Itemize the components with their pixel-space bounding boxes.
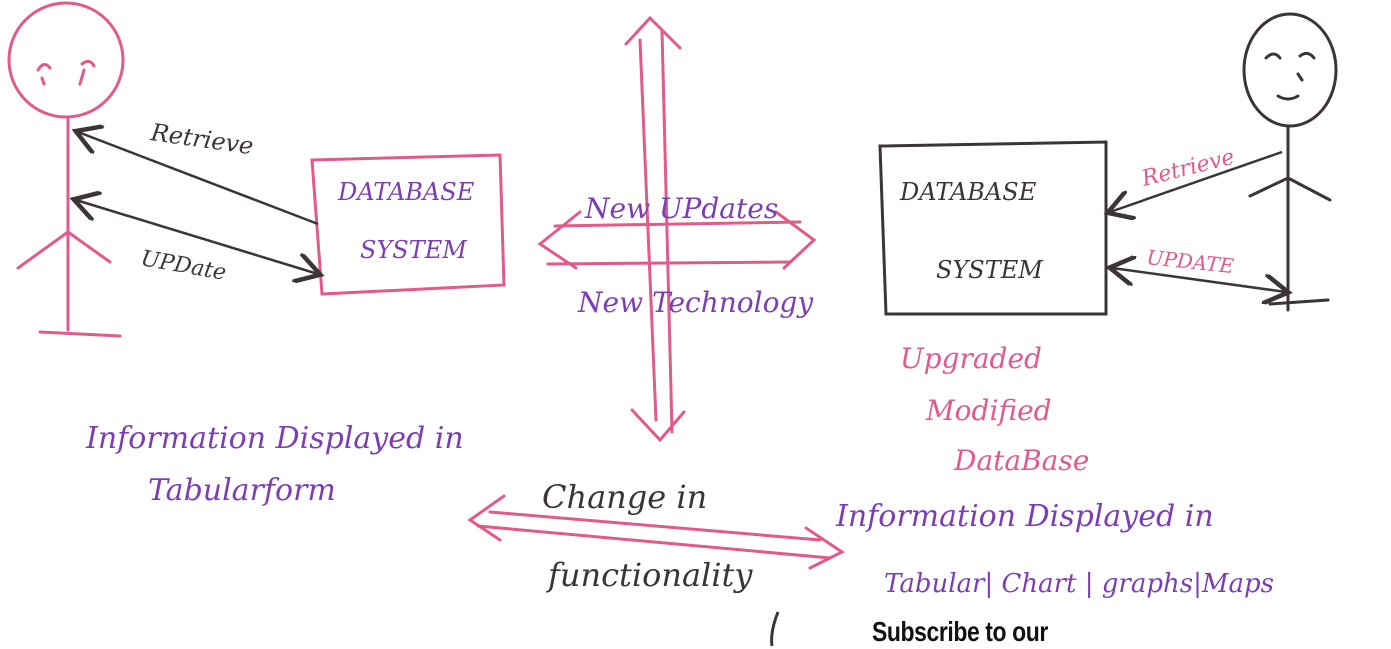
- left-info-line-1: Information Displayed in: [85, 421, 464, 456]
- center-horizontal-arrow: [537, 210, 817, 270]
- new-updates-label: New UPdates: [584, 192, 778, 225]
- right-user-arms: [1248, 176, 1332, 202]
- change-in-label: Change in: [542, 478, 707, 516]
- functionality-arrow-head-left: [467, 494, 506, 542]
- right-arrows: [1110, 150, 1286, 292]
- left-user-head: [7, 1, 125, 119]
- horizontal-arrow-head-left: [537, 210, 582, 270]
- right-info-line-2: Tabular| Chart | graphs|Maps: [884, 569, 1274, 599]
- right-user-head: [1242, 12, 1338, 128]
- right-info-line-1: Information Displayed in: [835, 499, 1214, 534]
- functionality-arrow-head-right: [804, 526, 845, 570]
- right-retrieve-arrow: [1110, 150, 1283, 212]
- right-user-face: [1264, 51, 1316, 101]
- left-database-box: DATABASE SYSTEM: [310, 153, 506, 296]
- modified-label: Modified: [925, 394, 1052, 427]
- right-update-label: UPDATE: [1145, 245, 1235, 278]
- subscribe-text: Subscribe to our: [872, 616, 1048, 647]
- left-user-eye: [78, 59, 96, 86]
- vertical-arrow-head-down: [630, 408, 686, 443]
- right-update-arrow: [1112, 268, 1286, 292]
- left-retrieve-label: Retrieve: [148, 118, 255, 160]
- vertical-arrow-head-up: [624, 15, 682, 50]
- left-arrows: [76, 132, 318, 274]
- left-user-arms: [16, 230, 112, 270]
- right-db-label-2: SYSTEM: [936, 256, 1044, 284]
- new-technology-label: New Technology: [577, 286, 814, 319]
- functionality-arrow: [467, 494, 845, 570]
- left-update-label: UPDate: [139, 246, 228, 286]
- right-user-feet: [1268, 298, 1330, 306]
- database-label: DataBase: [953, 444, 1089, 477]
- left-info-line-2: Tabularform: [148, 473, 336, 508]
- left-update-arrow: [76, 200, 318, 274]
- left-user-feet: [38, 330, 122, 338]
- right-user-stick-figure: [1242, 12, 1338, 312]
- ink-stroke: [770, 611, 780, 647]
- functionality-label: functionality: [546, 556, 753, 594]
- left-user-eye: [36, 63, 52, 86]
- right-db-label-1: DATABASE: [899, 178, 1037, 206]
- horizontal-arrow-head-right: [774, 210, 817, 270]
- left-db-label-1: DATABASE: [337, 178, 475, 206]
- right-database-box: DATABASE SYSTEM: [878, 140, 1108, 316]
- left-db-label-2: SYSTEM: [360, 236, 468, 264]
- center-vertical-arrow: [624, 15, 686, 443]
- upgraded-label: Upgraded: [900, 342, 1042, 375]
- left-user-stick-figure: [7, 1, 125, 338]
